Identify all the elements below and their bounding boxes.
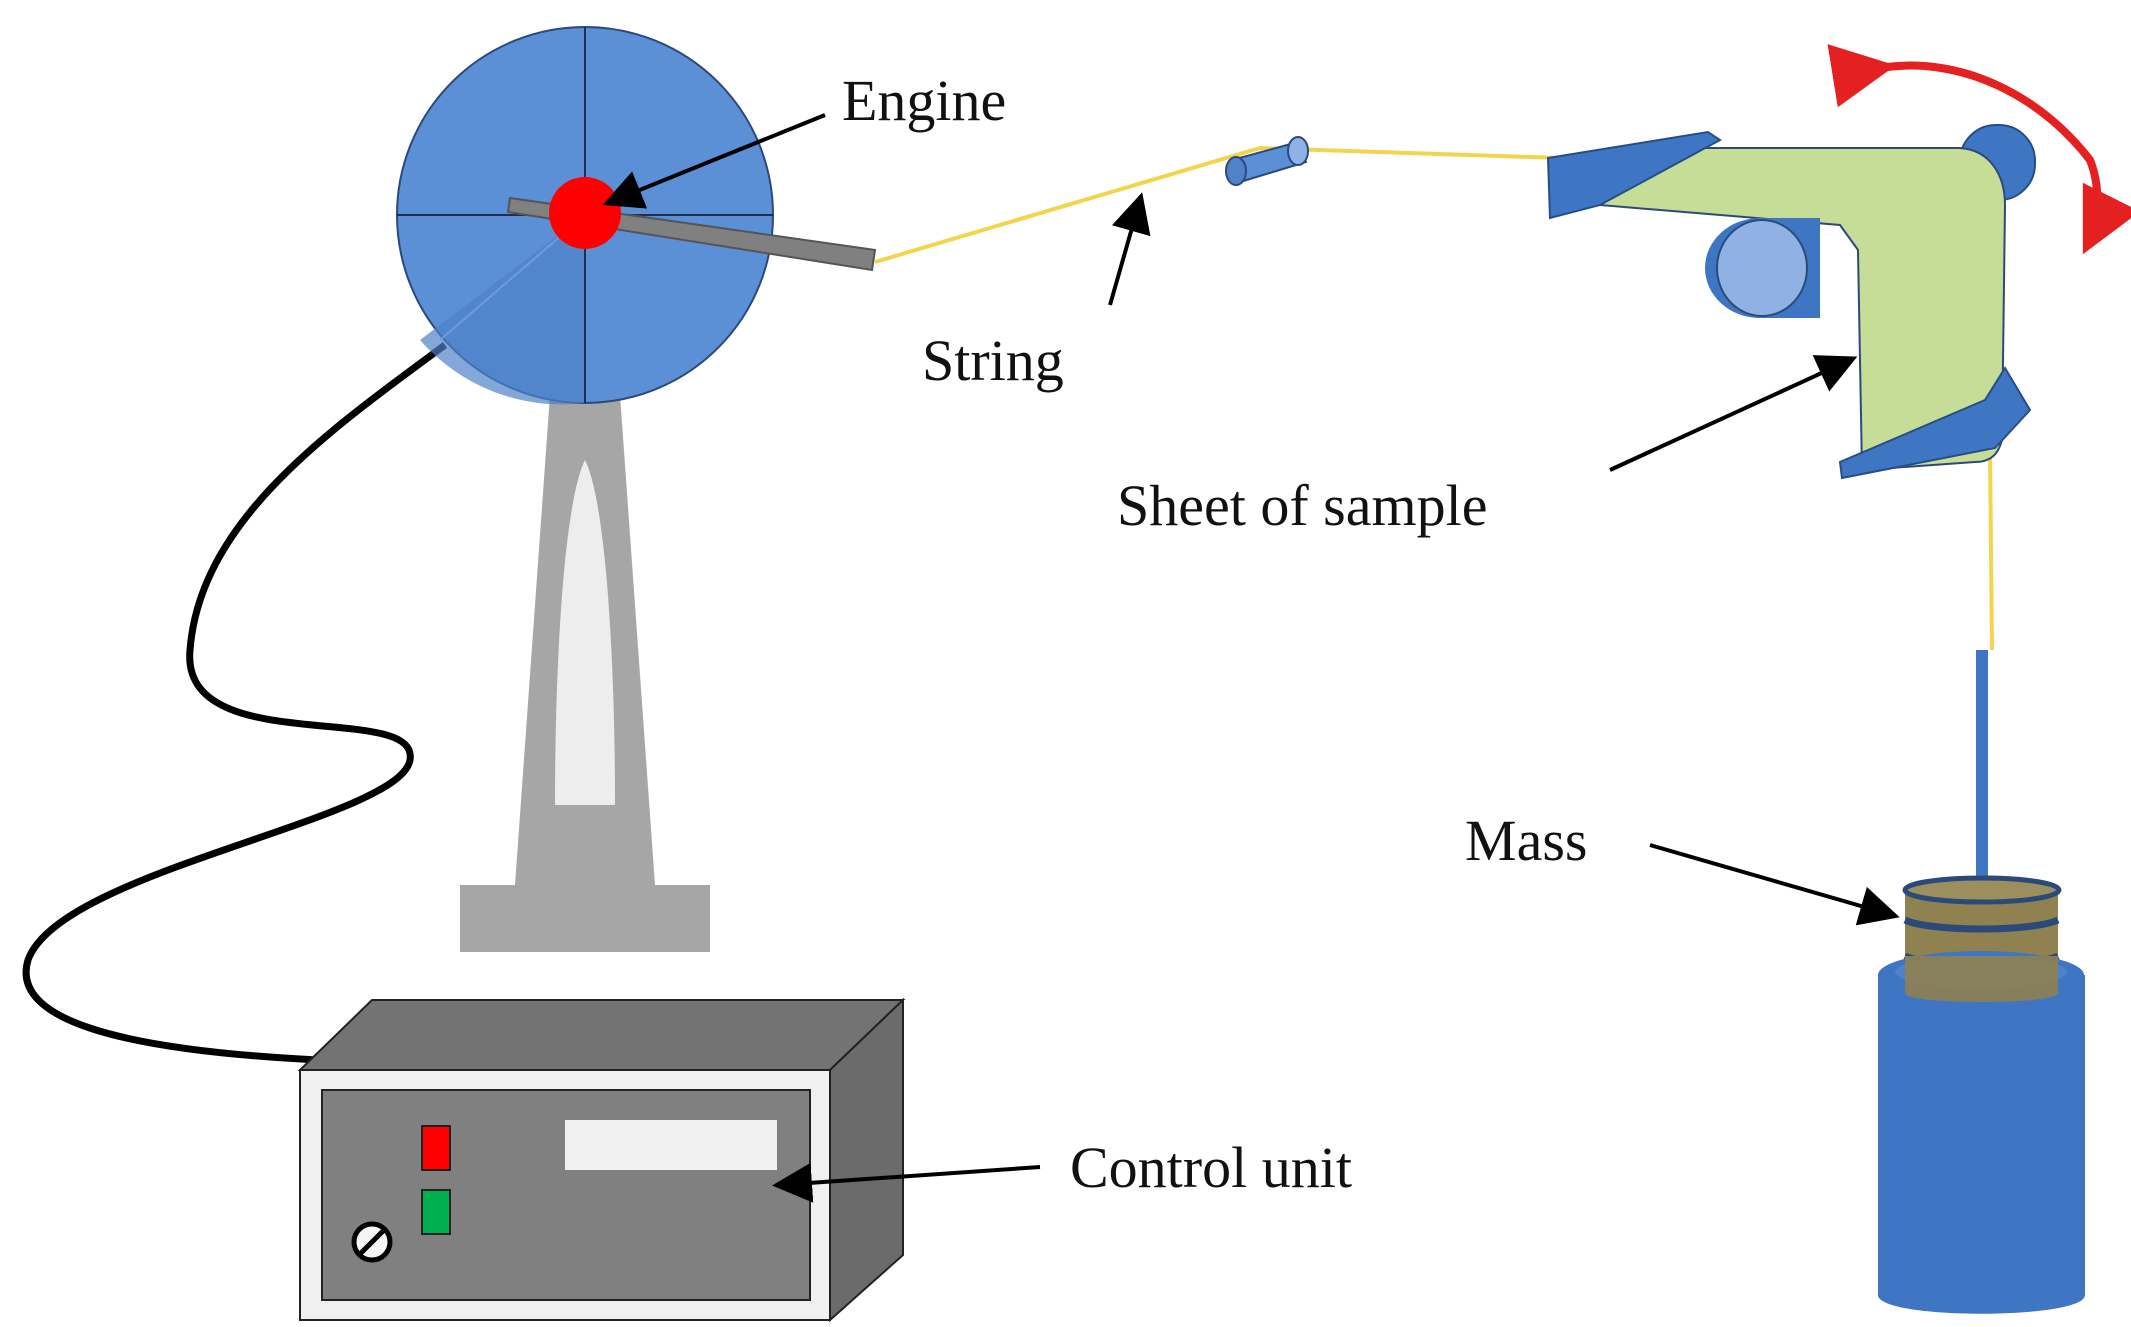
engine-wheel bbox=[396, 26, 877, 405]
control-unit-box bbox=[297, 997, 906, 1323]
guide-pulley bbox=[1225, 136, 1309, 186]
control-label: Control unit bbox=[1070, 1135, 1352, 1200]
engine-pointer bbox=[602, 113, 826, 209]
string-pointer bbox=[1108, 192, 1151, 306]
string-label: String bbox=[922, 328, 1064, 393]
mass-pointer bbox=[1649, 843, 1900, 926]
sheet-label: Sheet of sample bbox=[1117, 473, 1487, 538]
sheet-pointer bbox=[1609, 355, 1858, 472]
sample-sheet-assembly bbox=[1546, 124, 2036, 480]
engine-label: Engine bbox=[842, 68, 1006, 133]
dial-knob-icon bbox=[351, 1221, 393, 1263]
mass-label: Mass bbox=[1465, 808, 1587, 873]
power-cable bbox=[22, 342, 448, 1064]
test-string bbox=[874, 145, 1994, 651]
indicator-green bbox=[421, 1189, 451, 1235]
engine-stand bbox=[460, 395, 710, 952]
indicator-red bbox=[421, 1125, 451, 1171]
control-pointer bbox=[772, 1162, 1041, 1203]
curved-double-arrow-icon bbox=[1827, 44, 2131, 255]
engine-hub bbox=[549, 177, 621, 249]
display-panel bbox=[565, 1120, 777, 1170]
mass-weight bbox=[1878, 650, 2085, 1314]
